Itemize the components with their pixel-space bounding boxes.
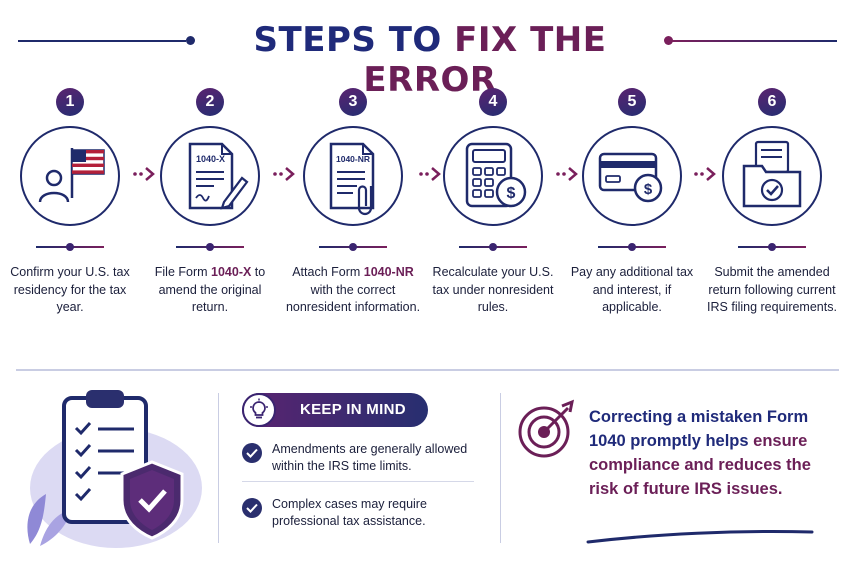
vertical-separator (218, 393, 219, 543)
title-dot-right (664, 36, 673, 45)
calculator-dollar-icon: $ (465, 142, 527, 208)
step-number: 4 (479, 88, 507, 116)
tip-separator (242, 481, 474, 482)
step-description: Pay any additional tax and interest, if … (570, 265, 694, 314)
step-underline-dot (489, 243, 497, 251)
step-description: Submit the amended return following curr… (707, 265, 837, 314)
target-arrow-icon (518, 399, 575, 458)
step-number: 6 (758, 88, 786, 116)
step-6: 6 Submit the amended return following cu… (702, 88, 842, 358)
step-icon-circle (20, 126, 120, 226)
page-title: STEPS TO FIX THE ERROR (210, 20, 650, 100)
step-icon-circle: 1040-NR (303, 126, 403, 226)
step-number: 1 (56, 88, 84, 116)
step-icon-circle: 1040-X (160, 126, 260, 226)
section-divider (16, 369, 839, 371)
title-rule-right (672, 40, 837, 42)
arrow-right-icon (419, 167, 441, 181)
step-underline-dot (66, 243, 74, 251)
arrow-right-icon (133, 167, 155, 181)
check-icon (242, 443, 262, 463)
title-dot-left (186, 36, 195, 45)
clipboard-shield-illustration (27, 390, 202, 548)
closing-part-2: ensure compliance and reduces the risk o… (589, 432, 811, 498)
step-number: 3 (339, 88, 367, 116)
step-4: 4 $ Recalculate your U.S. tax under nonr… (423, 88, 563, 358)
step-underline-dot (628, 243, 636, 251)
keep-in-mind-badge: KEEP IN MIND (242, 393, 428, 427)
step-description: Attach Form 1040-NR with the correct non… (285, 265, 421, 314)
step-description: File Form 1040-X to amend the original r… (154, 265, 266, 314)
check-icon (242, 498, 262, 518)
step-icon-circle: $ (443, 126, 543, 226)
step-underline-dot (768, 243, 776, 251)
lightbulb-icon (250, 398, 268, 419)
closing-part-1: Correcting a mistaken Form 1040 promptly… (589, 408, 809, 450)
svg-text:1040-NR: 1040-NR (336, 154, 370, 164)
arrow-right-icon (273, 167, 295, 181)
step-icon-circle: $ (582, 126, 682, 226)
step-description: Recalculate your U.S. tax under nonresid… (432, 265, 554, 314)
tip-text: Amendments are generally allowed within … (272, 442, 468, 473)
svg-text:$: $ (644, 181, 653, 198)
keep-in-mind-bulb (242, 393, 276, 427)
title-part-2: FIX THE ERROR (363, 20, 607, 100)
title-rule-left (18, 40, 186, 42)
underline-swoosh (586, 530, 814, 544)
tip-text: Complex cases may require professional t… (272, 497, 427, 528)
title-part-1: STEPS TO (253, 20, 442, 60)
step-description: Confirm your U.S. tax residency for the … (10, 265, 130, 314)
step-underline-dot (349, 243, 357, 251)
arrow-right-icon (556, 167, 578, 181)
svg-text:$: $ (507, 185, 516, 202)
form-name-highlight: 1040-X (211, 265, 252, 279)
us-flag-person-icon (38, 148, 105, 203)
step-icon-circle (722, 126, 822, 226)
closing-message: Correcting a mistaken Form 1040 promptly… (589, 405, 839, 501)
folder-check-icon (742, 140, 802, 208)
step-number: 2 (196, 88, 224, 116)
step-3: 3 1040-NR Attach Form 1040-NR with the c… (283, 88, 423, 358)
credit-card-dollar-icon: $ (598, 152, 663, 203)
step-number: 5 (618, 88, 646, 116)
step-2: 2 1040-X File Form 1040-X to amend the o… (140, 88, 280, 358)
svg-text:1040-X: 1040-X (196, 154, 225, 164)
keep-in-mind-label: KEEP IN MIND (300, 401, 406, 418)
arrow-right-icon (694, 167, 716, 181)
form-1040x-icon: 1040-X (188, 142, 249, 210)
vertical-separator (500, 393, 501, 543)
title-row: STEPS TO FIX THE ERROR (0, 14, 855, 100)
form-1040nr-icon: 1040-NR (329, 142, 375, 216)
step-1: 1 Confirm your U.S. tax residency for th… (0, 88, 140, 358)
step-underline-dot (206, 243, 214, 251)
step-5: 5 $ Pay any additional tax and interest,… (562, 88, 702, 358)
form-name-highlight: 1040-NR (363, 265, 414, 279)
